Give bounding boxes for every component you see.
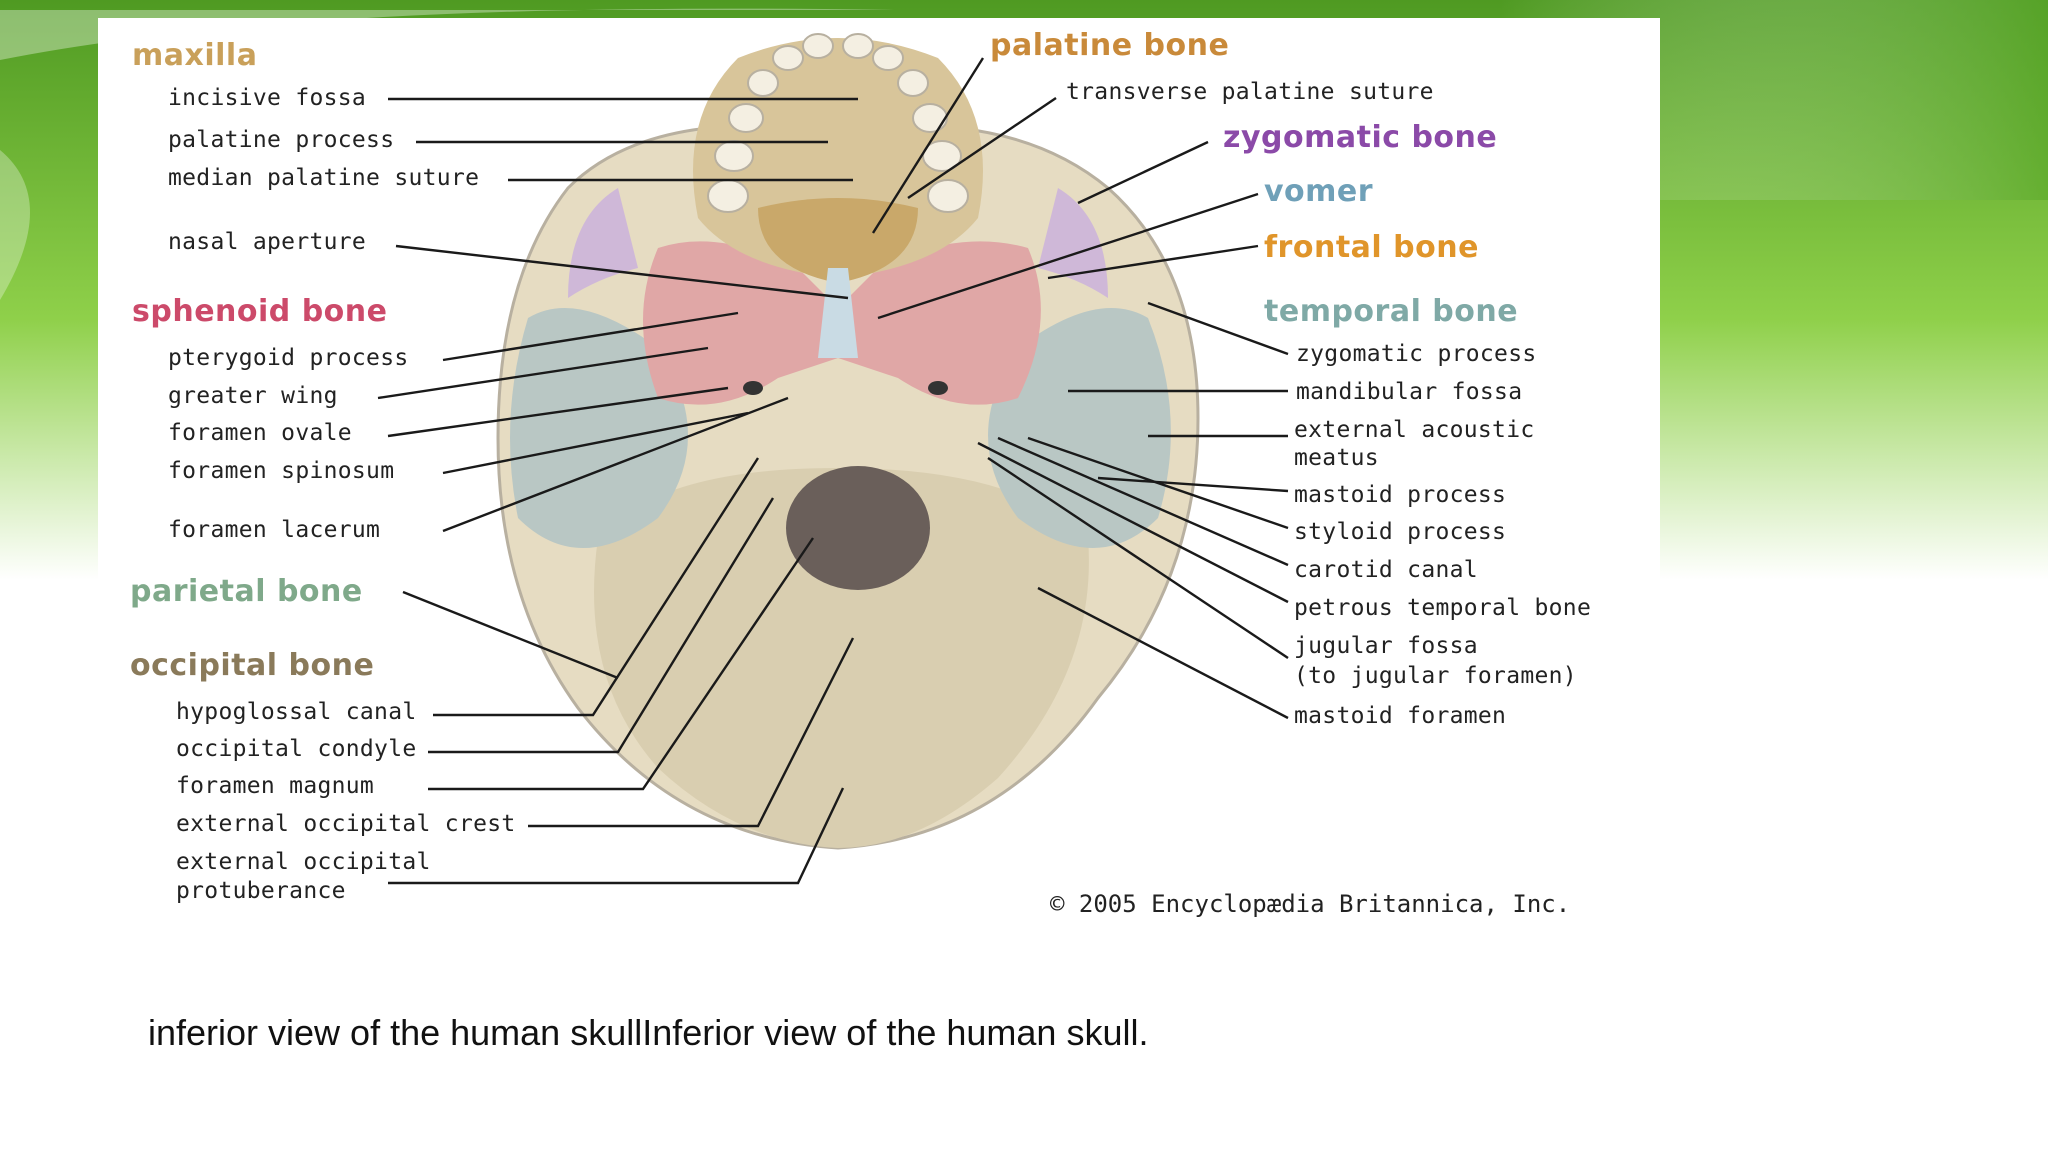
vomer-region [818,268,858,358]
parietal-bone-label: parietal bone [130,574,363,609]
label-median-palatine-suture: median palatine suture [168,165,480,191]
sphenoid-bone-label: sphenoid bone [132,294,388,329]
skull-figure: maxilla sphenoid bone parietal bone occi… [98,18,1660,926]
label-foramen-spinosum: foramen spinosum [168,458,395,484]
zygomatic-bone-label: zygomatic bone [1223,120,1498,155]
label-nasal-aperture: nasal aperture [168,229,367,255]
occipital-bone-label: occipital bone [130,648,375,683]
skull-illustration [377,33,1289,885]
label-petrous-temporal-bone: petrous temporal bone [1294,595,1592,621]
label-jugular-fossa-2: (to jugular foramen) [1294,663,1577,689]
palatine-region [758,198,918,283]
frontal-bone-label: frontal bone [1264,230,1479,265]
label-foramen-magnum: foramen magnum [176,773,375,799]
label-transverse-palatine-suture: transverse palatine suture [1066,79,1434,105]
vomer-label: vomer [1264,174,1374,209]
label-carotid-canal: carotid canal [1294,557,1478,583]
occipital-region [594,468,1089,848]
temporal-bone-label: temporal bone [1264,294,1519,329]
label-foramen-ovale: foramen ovale [168,420,352,446]
label-occipital-condyle: occipital condyle [176,736,417,762]
zygomatic-left [568,188,638,298]
foramen-ovale-left [743,381,763,395]
label-external-occipital-protuberance-1: external occipital [176,849,431,875]
palatine-bone-label: palatine bone [990,28,1230,63]
leader-lines [377,57,1289,885]
foramen-magnum [786,466,930,590]
maxilla-label: maxilla [132,38,258,73]
slide-caption: inferior view of the human skullInferior… [148,1012,1149,1053]
label-hypoglossal-canal: hypoglossal canal [176,699,417,725]
label-external-acoustic-meatus-2: meatus [1294,445,1379,471]
label-jugular-fossa-1: jugular fossa [1294,633,1478,659]
label-pterygoid-process: pterygoid process [168,345,409,371]
label-incisive-fossa: incisive fossa [168,85,367,111]
label-external-occipital-crest: external occipital crest [176,811,516,837]
foramen-ovale-right [928,381,948,395]
label-external-acoustic-meatus-1: external acoustic [1294,417,1535,443]
copyright-notice: © 2005 Encyclopædia Britannica, Inc. [1050,890,1571,918]
label-mastoid-process: mastoid process [1294,482,1507,508]
label-styloid-process: styloid process [1294,519,1507,545]
label-mastoid-foramen: mastoid foramen [1294,703,1507,729]
label-palatine-process: palatine process [168,127,395,153]
label-foramen-lacerum: foramen lacerum [168,517,381,543]
label-zygomatic-process: zygomatic process [1296,341,1537,367]
label-external-occipital-protuberance-2: protuberance [176,878,346,904]
teeth [707,33,969,213]
label-mandibular-fossa: mandibular fossa [1296,379,1523,405]
label-greater-wing: greater wing [168,383,338,409]
